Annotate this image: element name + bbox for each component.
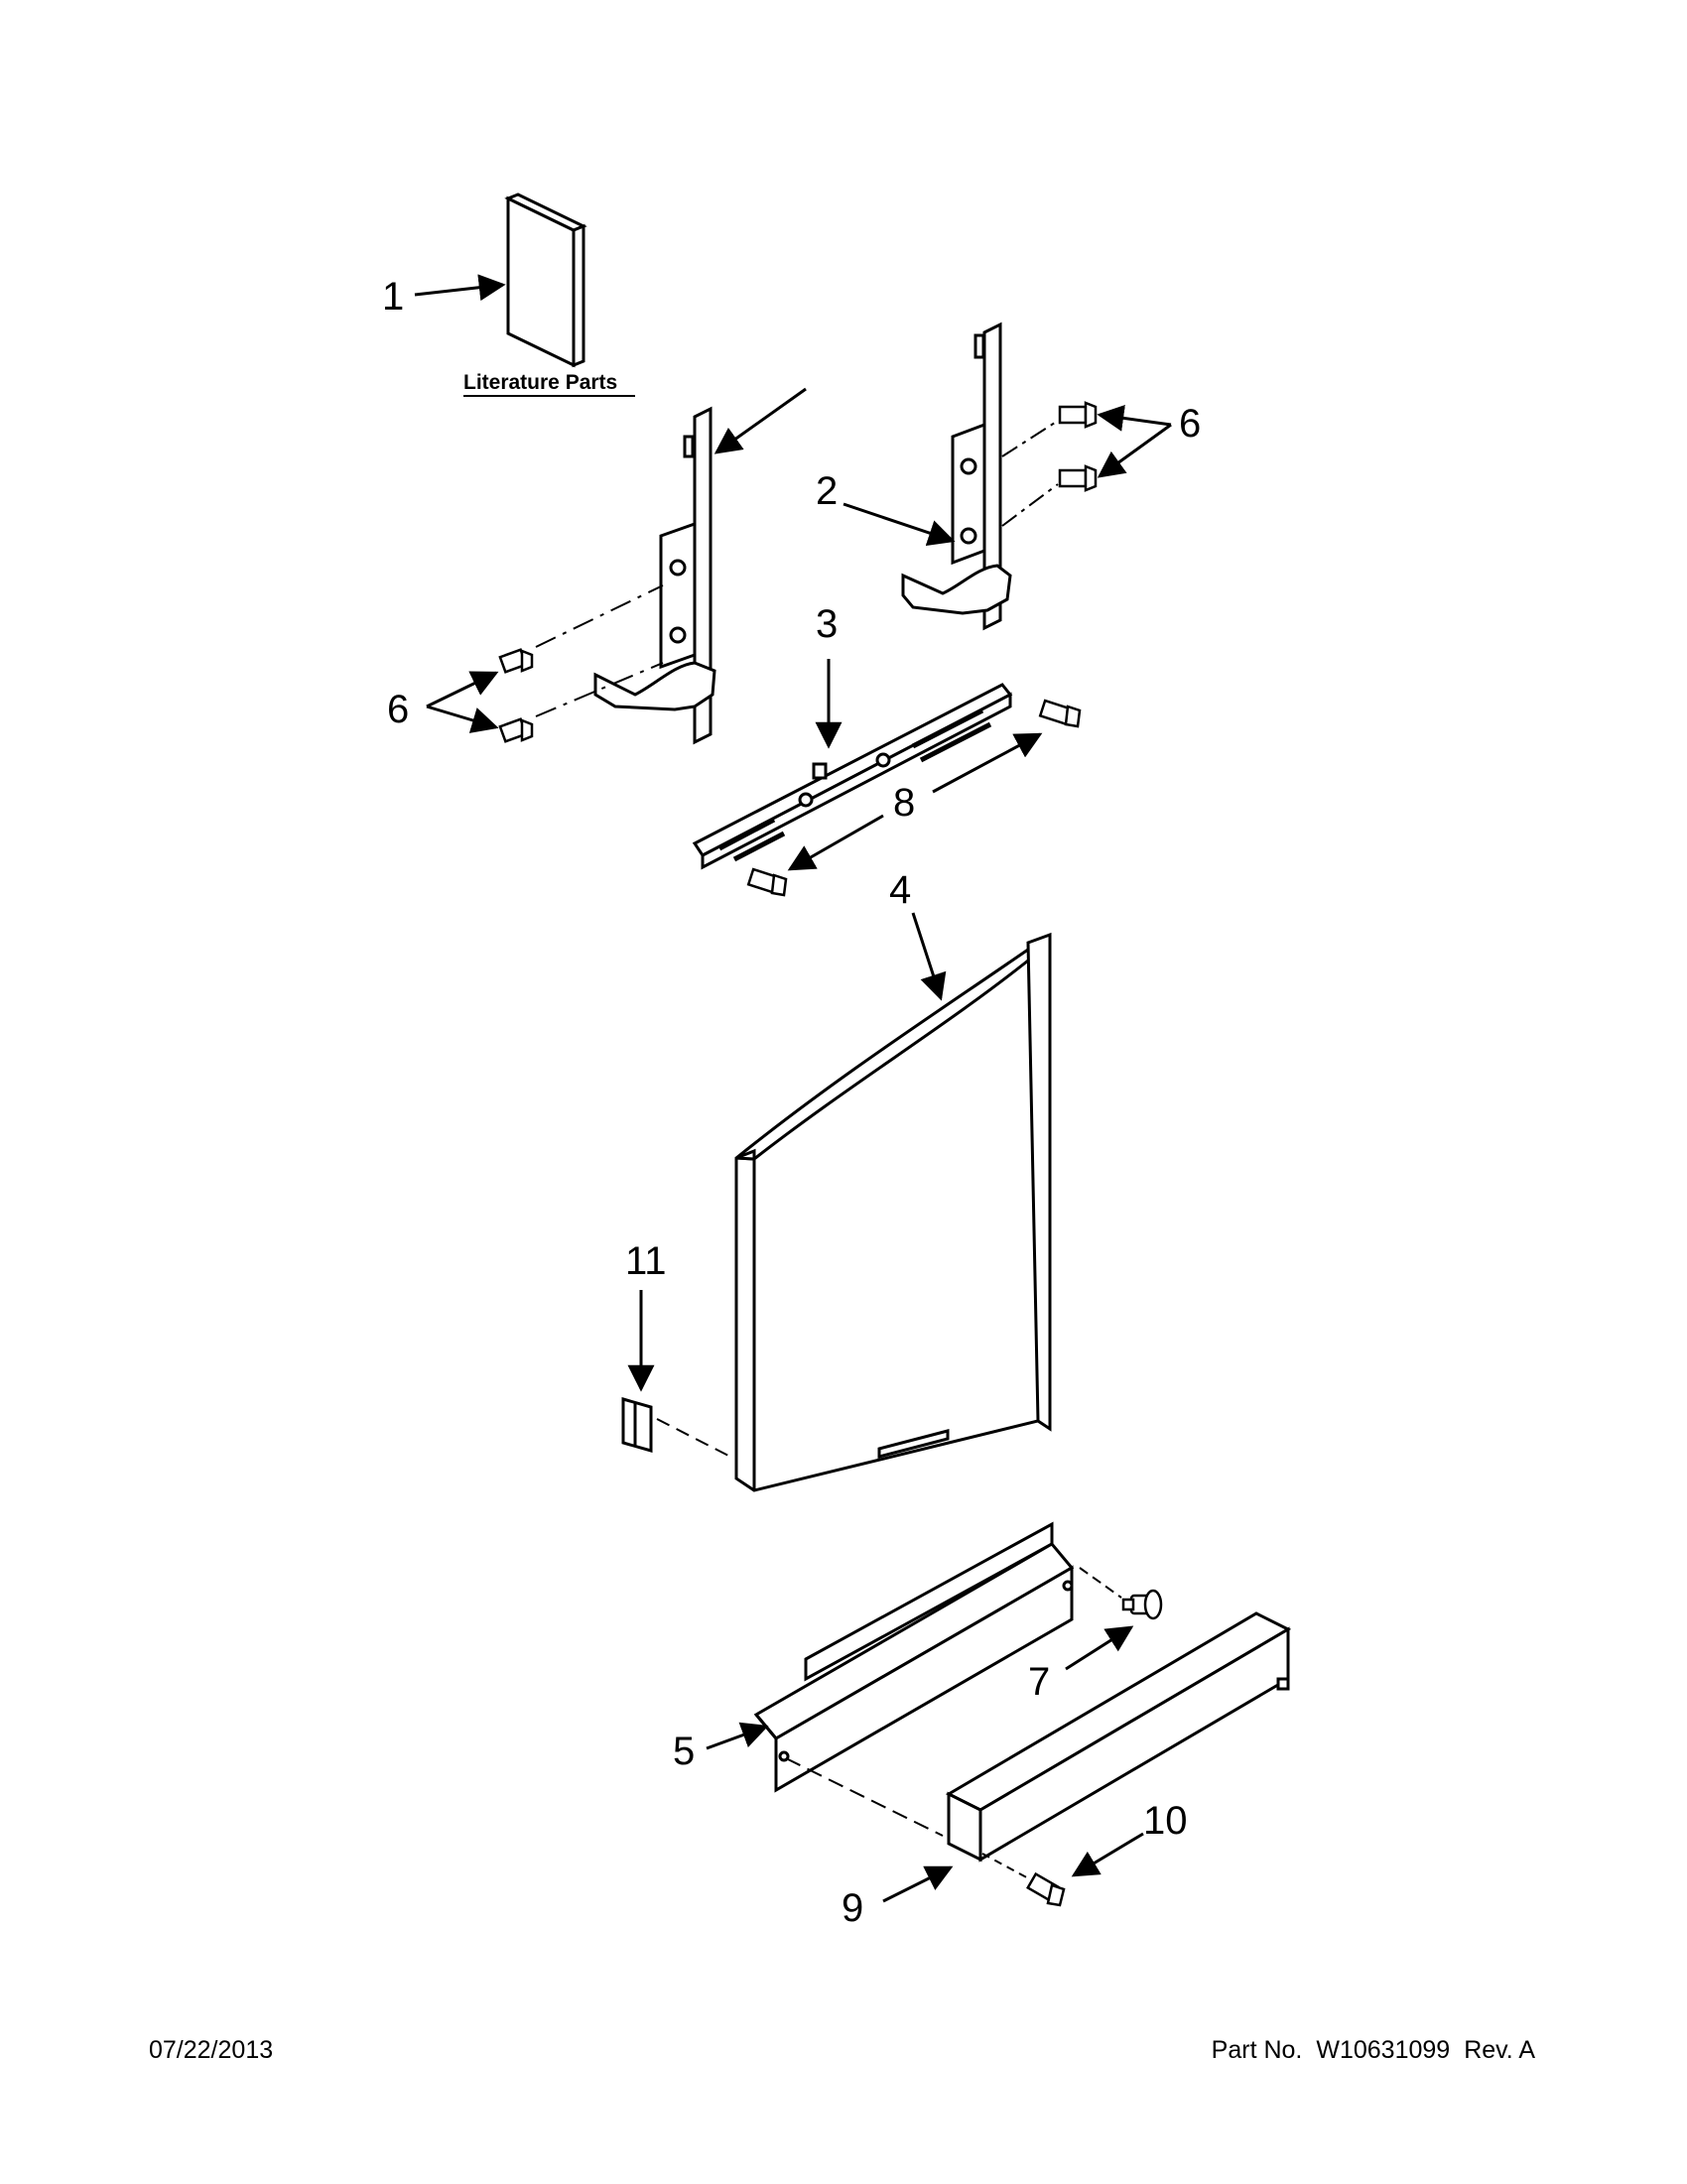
callout-11: 11 (625, 1239, 667, 1283)
callout-2-arrow-right (843, 502, 956, 547)
left-bracket-dashdot (535, 584, 664, 648)
callout-6-right-arrow-a (1097, 404, 1172, 432)
screw-8-right (1038, 699, 1082, 728)
callout-8: 8 (893, 781, 915, 825)
literature-booklet-part (504, 193, 587, 368)
screw-6-right-a (1058, 401, 1098, 429)
right-bracket-dashdot-2 (1001, 483, 1059, 527)
left-bracket-dashdot-2 (535, 662, 664, 717)
callout-2: 2 (816, 469, 838, 513)
screw-6-right-b (1058, 464, 1098, 492)
callout-8-arrow-left (787, 814, 884, 871)
callout-6-left-arrow-b (426, 705, 499, 733)
callout-6-left-arrow-a (426, 671, 499, 708)
screw-6-left-a (498, 648, 534, 674)
panel-dashed-path (785, 1757, 944, 1837)
callout-6-right-arrow-b (1097, 423, 1172, 478)
footer-part-number: W10631099 (1316, 2036, 1451, 2064)
callout-1: 1 (382, 275, 404, 319)
footer-part-info: Part No. W10631099 Rev. A (1212, 2036, 1535, 2065)
screw-8-left (746, 867, 788, 897)
callout-8-arrow-right (932, 732, 1043, 794)
mounting-rail-part (692, 683, 1013, 870)
callout-9-arrow (882, 1865, 954, 1903)
literature-parts-caption: Literature Parts (463, 371, 617, 394)
push-pin-part (1121, 1589, 1163, 1620)
callout-7: 7 (1028, 1660, 1050, 1704)
callout-4: 4 (889, 868, 911, 912)
right-hinge-bracket-part (901, 321, 1012, 631)
footer-date: 07/22/2013 (149, 2036, 274, 2064)
callout-6-right: 6 (1179, 402, 1201, 446)
pin-dashed-path (1079, 1567, 1122, 1599)
right-bracket-dashdot (1001, 420, 1059, 457)
footer-revision: Rev. A (1464, 2036, 1535, 2064)
callout-1-arrow (414, 274, 506, 302)
callout-4-arrow (911, 912, 947, 1001)
screw-10-part (1026, 1871, 1066, 1907)
callout-5: 5 (673, 1730, 695, 1773)
callout-3: 3 (816, 602, 838, 646)
toe-panel-part (945, 1611, 1292, 1863)
callout-6-left: 6 (387, 688, 409, 731)
callout-2-arrow-left (714, 387, 807, 454)
callout-7-arrow (1065, 1625, 1134, 1671)
clip-part (621, 1397, 653, 1453)
clip-dashed-path (656, 1418, 735, 1460)
callout-5-arrow (706, 1722, 769, 1750)
toe-bracket-part (753, 1521, 1075, 1793)
door-panel-part (734, 932, 1052, 1492)
screw-6-left-b (498, 717, 534, 743)
callout-9: 9 (842, 1886, 863, 1930)
left-hinge-bracket-part (593, 406, 716, 745)
footer-part-label: Part No. (1211, 2036, 1303, 2064)
callout-10: 10 (1143, 1799, 1188, 1843)
screw-10-dashed-path (981, 1853, 1033, 1881)
callout-10-arrow (1071, 1832, 1144, 1877)
